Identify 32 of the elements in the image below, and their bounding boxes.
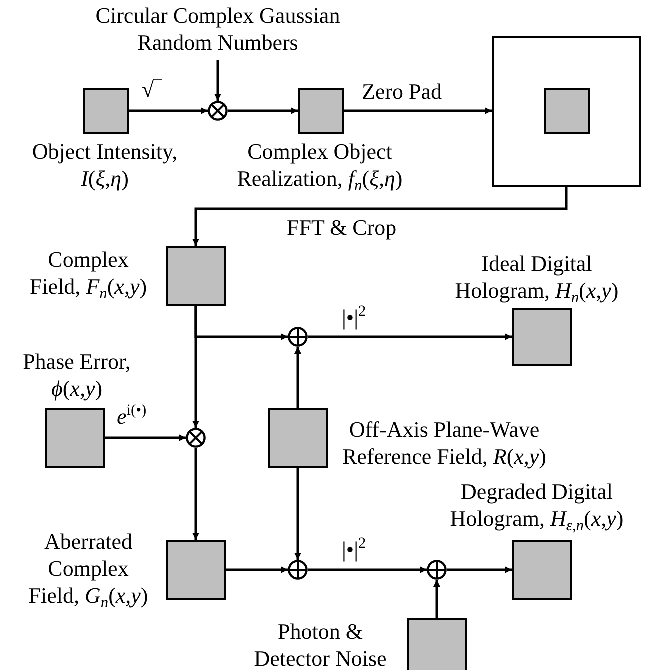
- arrow: [344, 108, 492, 114]
- zero-pad-frame: [492, 36, 641, 187]
- block-label: Off-Axis Plane-Wave Reference Field, R(x,y): [341, 416, 548, 470]
- arrow: [192, 448, 200, 540]
- arrow: [192, 187, 568, 246]
- summing-junction: [427, 560, 447, 580]
- block-label: Phase Error, ϕ(x,y): [22, 348, 132, 402]
- multiplier-symbol: [208, 101, 228, 121]
- block-label: Complex Object Realization, f$_{n}$(ξ,η): [236, 138, 404, 192]
- arrow: [226, 566, 288, 574]
- block-label: Aberrated Complex Field, G$_{n}$(x,y): [28, 528, 150, 608]
- arrow: [214, 60, 222, 101]
- block-label: Photon & Detector Noise: [253, 618, 388, 670]
- multiplier-symbol: [186, 428, 206, 448]
- block-label: Object Intensity, I(ξ,η): [31, 138, 179, 192]
- block-label: Ideal Digital Hologram, H$_{n}$(x,y): [454, 250, 620, 304]
- summing-junction: [288, 327, 308, 347]
- arrow: [129, 108, 208, 114]
- input-label: Circular Complex Gaussian Random Numbers: [78, 2, 358, 60]
- arrow: [434, 580, 440, 618]
- arrow: [447, 566, 512, 574]
- summing-junction: [288, 560, 308, 580]
- arrow: [294, 347, 302, 408]
- arrow: [308, 566, 427, 574]
- arrow: [228, 108, 298, 114]
- arrow: [308, 334, 512, 340]
- block-label: Degraded Digital Hologram, H$_{ε,n}$(x,y): [449, 478, 625, 532]
- signal-block: [544, 88, 590, 134]
- arrow: [105, 434, 186, 442]
- arrow: [294, 468, 302, 560]
- arrow: [192, 306, 200, 428]
- block-label: Complex Field, F$_{n}$(x,y): [28, 246, 148, 300]
